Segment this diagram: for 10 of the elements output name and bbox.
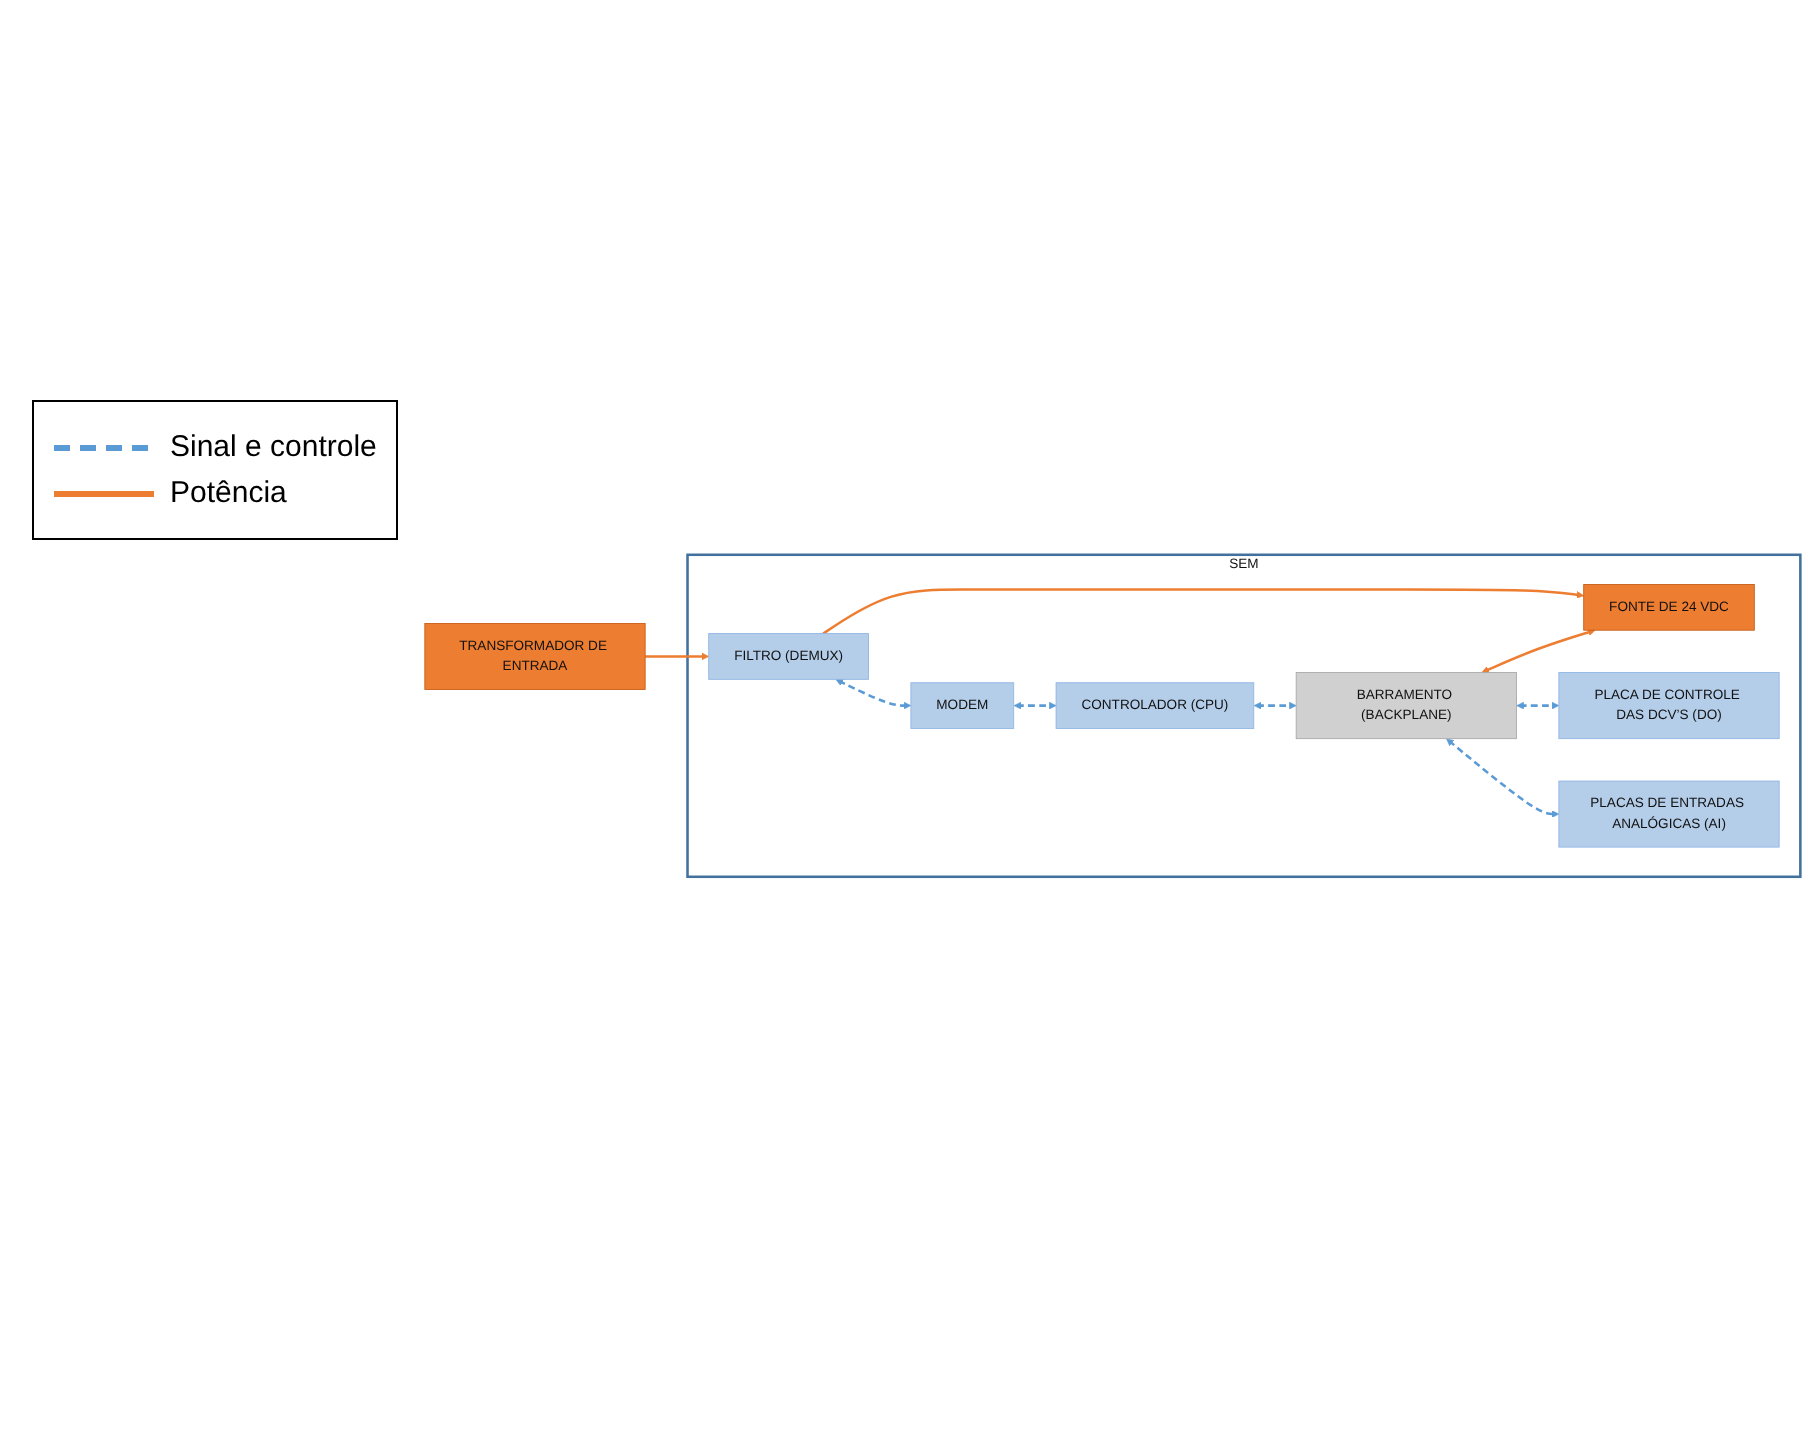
- arrow: [1014, 701, 1058, 709]
- arrow: [836, 678, 913, 709]
- arrow: [823, 587, 1585, 634]
- arrow: [645, 651, 710, 660]
- arrow: [1517, 701, 1560, 709]
- legend-label: Sinal e controle: [170, 430, 377, 464]
- arrow: [1254, 701, 1298, 709]
- arrow: [1482, 627, 1597, 673]
- arrow: [1447, 737, 1560, 817]
- legend-label: Potência: [170, 476, 287, 510]
